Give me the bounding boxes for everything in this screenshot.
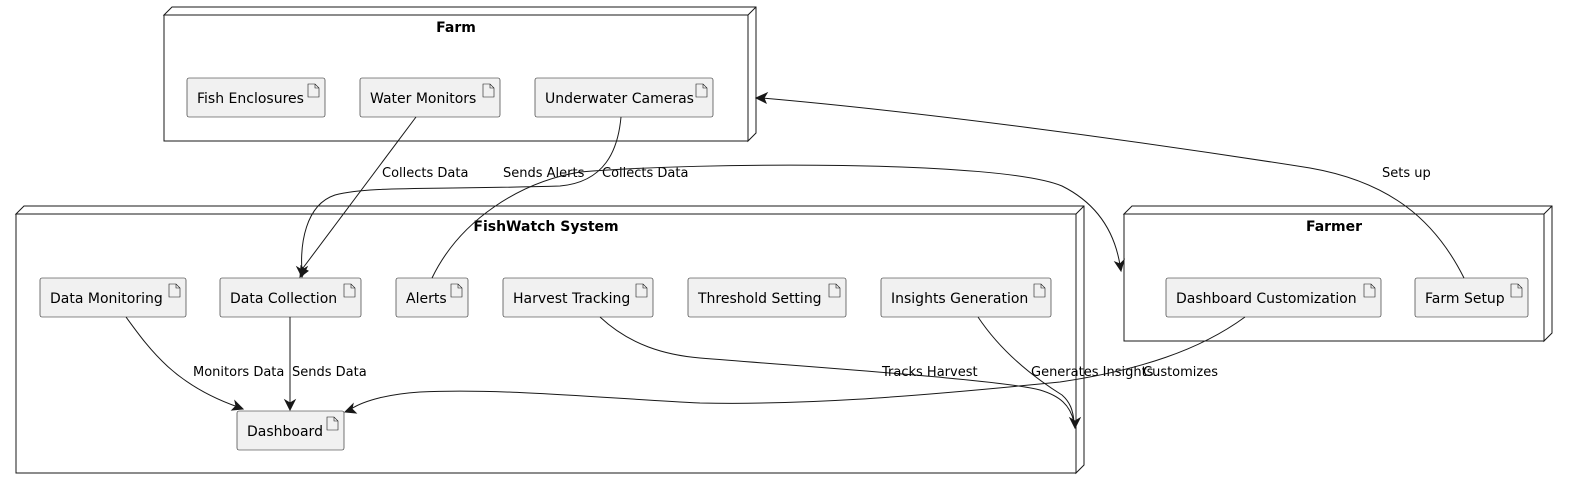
artifact-icon — [343, 283, 356, 298]
edge-sends-data: Sends Data — [283, 317, 367, 412]
edge-generates-insights: Generates Insights — [977, 316, 1154, 423]
svg-text:Farm Setup: Farm Setup — [1425, 291, 1505, 307]
svg-text:Alerts: Alerts — [406, 291, 447, 307]
artifact-data-monitoring: Data Monitoring — [39, 277, 187, 318]
edge-monitors-data: Monitors Data — [125, 316, 284, 411]
svg-text:Collects Data: Collects Data — [602, 166, 688, 181]
artifact-farm-setup: Farm Setup — [1414, 277, 1529, 318]
svg-text:Monitors Data: Monitors Data — [193, 365, 284, 380]
svg-text:Underwater Cameras: Underwater Cameras — [545, 91, 694, 107]
artifact-icon — [1510, 283, 1523, 298]
artifact-dashboard: Dashboard — [236, 410, 345, 451]
node-farm-title: Farm — [436, 20, 476, 36]
artifact-data-collection: Data Collection — [219, 277, 362, 318]
svg-text:Dashboard Customization: Dashboard Customization — [1176, 291, 1357, 307]
svg-text:Harvest Tracking: Harvest Tracking — [513, 291, 630, 307]
artifact-underwater-cameras: Underwater Cameras — [534, 77, 714, 118]
artifact-insights-generation: Insights Generation — [880, 277, 1052, 318]
svg-text:Tracks Harvest: Tracks Harvest — [881, 365, 978, 380]
artifact-icon — [482, 83, 495, 98]
artifact-fish-enclosures: Fish Enclosures — [186, 77, 326, 118]
node-fishwatch-system: FishWatch System — [14, 205, 1085, 475]
artifact-icon — [307, 83, 320, 98]
artifact-dashboard-customization: Dashboard Customization — [1165, 277, 1382, 318]
edge-sets-up: Sets up — [754, 91, 1465, 279]
node-farmer-title: Farmer — [1306, 219, 1362, 235]
artifact-icon — [450, 283, 463, 298]
artifact-icon — [1363, 283, 1376, 298]
artifact-icon — [168, 283, 181, 298]
node-farm: Farm — [162, 6, 757, 143]
svg-text:Sets up: Sets up — [1382, 166, 1431, 181]
artifact-icon — [635, 283, 648, 298]
svg-text:Customizes: Customizes — [1143, 365, 1218, 380]
edge-tracks-harvest: Tracks Harvest — [599, 316, 1082, 430]
artifact-icon — [828, 283, 841, 298]
artifact-harvest-tracking: Harvest Tracking — [502, 277, 654, 318]
artifact-icon — [695, 83, 708, 98]
artifact-icon — [326, 416, 339, 431]
node-fishwatch-title: FishWatch System — [473, 219, 618, 235]
svg-text:Data Collection: Data Collection — [230, 291, 337, 307]
node-farmer: Farmer — [1122, 205, 1553, 343]
artifact-icon — [1033, 283, 1046, 298]
svg-text:Fish Enclosures: Fish Enclosures — [197, 91, 304, 107]
svg-text:Insights Generation: Insights Generation — [891, 291, 1028, 307]
svg-text:Water Monitors: Water Monitors — [370, 91, 476, 107]
svg-text:Threshold Setting: Threshold Setting — [697, 291, 822, 307]
svg-text:Sends Alerts: Sends Alerts — [503, 166, 585, 181]
artifact-threshold-setting: Threshold Setting — [687, 277, 847, 318]
svg-text:Sends Data: Sends Data — [292, 365, 367, 380]
edge-cameras-collects-data: Collects Data — [295, 116, 688, 279]
artifact-water-monitors: Water Monitors — [359, 77, 501, 118]
artifact-alerts: Alerts — [395, 277, 469, 318]
svg-text:Dashboard: Dashboard — [247, 424, 323, 440]
edge-sends-alerts: Sends Alerts — [431, 164, 1125, 279]
svg-text:Data Monitoring: Data Monitoring — [50, 291, 163, 307]
svg-text:Generates Insights: Generates Insights — [1031, 365, 1154, 380]
svg-text:Collects Data: Collects Data — [382, 166, 468, 181]
edge-customizes: Customizes — [343, 316, 1246, 414]
